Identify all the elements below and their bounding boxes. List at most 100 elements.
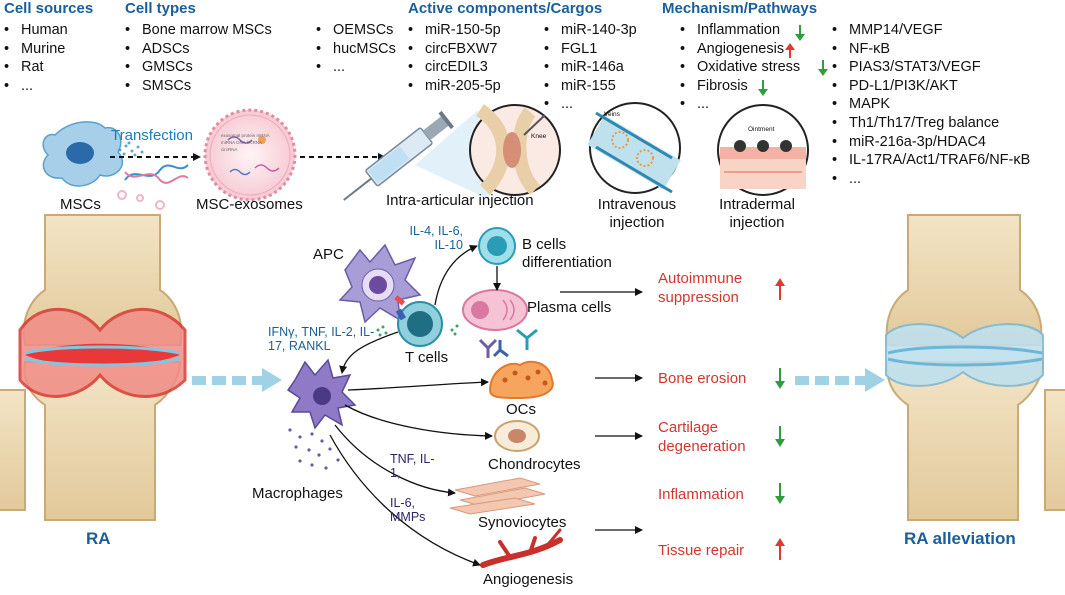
exosome-contents: exosomal protein mRNA miRNA DNA lncRNA c… — [221, 132, 279, 153]
list-item: FGL1 — [544, 40, 637, 59]
cell-types-list-2: OEMSCs hucMSCs ... — [316, 21, 396, 77]
fibrosis-down-arrow — [758, 80, 768, 96]
list-item: Human — [4, 21, 68, 40]
b-cell-cytokines: IL-4, IL-6, IL-10 — [409, 224, 464, 252]
outcome-to-joint-arrow — [795, 368, 885, 392]
mechanism-label: Inflammation — [697, 22, 781, 38]
injection-beam — [415, 110, 490, 200]
mechanism-header: Mechanism/Pathways — [662, 0, 818, 17]
plasma-cell-icon — [462, 289, 528, 331]
intradermal-label: Intradermal injection — [719, 196, 795, 231]
b-cell-icon — [478, 227, 516, 265]
ra-knee-joint-icon — [0, 214, 187, 521]
cell-sources-list: Human Murine Rat ... — [4, 21, 68, 95]
angiogenesis-label: Angiogenesis — [483, 571, 574, 588]
b-cells-label: B cells differentiation — [522, 236, 612, 271]
cytokine-dots — [376, 324, 459, 337]
ra-alleviation-label: RA alleviation — [904, 529, 1016, 548]
macrophage-cytokines-2: IL-6, MMPs — [390, 496, 426, 524]
list-item: PD-L1/PI3K/AKT — [832, 77, 1030, 96]
list-item: Oxidative stress — [680, 58, 800, 77]
macrophages-label: Macrophages — [252, 485, 343, 502]
list-item: Inflammation — [680, 21, 800, 40]
cargos-list-2: miR-140-3p FGL1 miR-146a miR-155 ... — [544, 21, 637, 114]
t-cell-cytokines: IFNγ, TNF, IL-2, IL-17, RANKL — [268, 325, 375, 353]
macrophage-icon — [286, 358, 357, 430]
list-item: Bone marrow MSCs — [125, 21, 272, 40]
list-item: IL-17RA/Act1/TRAF6/NF-κB — [832, 151, 1030, 170]
list-item: GMSCs — [125, 58, 272, 77]
list-item: miR-146a — [544, 58, 637, 77]
outcome-tissue-repair: Tissue repair — [658, 542, 745, 559]
list-item: MMP14/VEGF — [832, 21, 1030, 40]
list-item: miR-150-5p — [408, 21, 501, 40]
list-item: circEDIL3 — [408, 58, 501, 77]
intravenous-label: Intravenous injection — [597, 196, 677, 231]
list-item: miR-155 — [544, 77, 637, 96]
angiogenesis-up-arrow — [785, 43, 795, 58]
ocs-label: OCs — [506, 401, 536, 418]
t-cells-label: T cells — [405, 349, 449, 366]
list-item: ... — [680, 95, 800, 114]
cartilage-down-arrow — [775, 426, 785, 447]
autoimmune-up-arrow — [775, 278, 785, 300]
vesicle-dots — [117, 190, 165, 210]
syringe-icon — [343, 110, 454, 201]
ointment-tag: Ointment — [748, 126, 775, 133]
chondrocytes-label: Chondrocytes — [488, 456, 581, 473]
exo-label: miRNA — [221, 140, 236, 145]
list-item: circFBXW7 — [408, 40, 501, 59]
knee-tag: Knee — [531, 133, 547, 140]
list-item: ... — [544, 95, 637, 114]
mechanism-label: Oxidative stress — [697, 59, 801, 76]
transfection-label: Transfection — [111, 127, 193, 144]
cargos-header: Active components/Cargos — [408, 0, 603, 17]
knee-inset-icon — [469, 104, 561, 196]
plasma-cells-label: Plasma cells — [527, 299, 612, 316]
blood-vessel-icon — [480, 528, 563, 568]
msc-label: MSCs — [60, 196, 101, 213]
mechanism-list-1: Inflammation Angiogenesis Oxidative stre… — [680, 21, 800, 114]
veins-inset-icon — [587, 102, 681, 194]
msc-exosome-icon — [203, 108, 297, 202]
intra-articular-label: Intra-articular injection — [386, 192, 534, 209]
exo-label: circRNA — [221, 147, 238, 152]
list-item: miR-140-3p — [544, 21, 637, 40]
inflammation-outcome-down-arrow — [775, 483, 785, 504]
list-item: MAPK — [832, 95, 1030, 114]
outcome-autoimmune: Autoimmune suppression — [658, 270, 743, 306]
outcome-inflammation: Inflammation — [658, 486, 744, 503]
cell-types-list-1: Bone marrow MSCs ADSCs GMSCs SMSCs — [125, 21, 272, 95]
veins-tag: Veins — [604, 111, 620, 118]
mechanism-label: ... — [697, 96, 710, 113]
intradermal-inset-icon — [717, 104, 809, 196]
healthy-knee-joint-icon — [885, 214, 1065, 521]
list-item: Murine — [4, 40, 68, 59]
list-item: ADSCs — [125, 40, 272, 59]
list-item: Fibrosis — [680, 77, 800, 96]
exo-label: DNA — [236, 140, 246, 145]
transfection-dots — [118, 141, 144, 157]
pathway-arrows — [329, 244, 643, 567]
list-item: Angiogenesis — [680, 40, 800, 59]
macrophage-secretion-dots — [288, 428, 340, 470]
mechanism-list-2: MMP14/VEGF NF-κB PIAS3/STAT3/VEGF PD-L1/… — [832, 21, 1030, 188]
list-item: Th1/Th17/Treg balance — [832, 114, 1030, 133]
dna-icon — [124, 164, 189, 184]
cell-types-header: Cell types — [125, 0, 196, 17]
list-item: ... — [4, 77, 68, 96]
msc-cell-icon — [42, 121, 124, 187]
osteoclast-icon — [488, 360, 554, 400]
outcome-cartilage: Cartilage degeneration — [658, 419, 746, 455]
synoviocytes-icon — [449, 477, 546, 515]
chondrocyte-icon — [494, 420, 540, 452]
list-item: SMSCs — [125, 77, 272, 96]
mechanism-label: Angiogenesis — [697, 40, 785, 57]
cargos-list-1: miR-150-5p circFBXW7 circEDIL3 miR-205-5… — [408, 21, 501, 95]
outcome-bone-erosion: Bone erosion — [658, 370, 747, 387]
inflammation-down-arrow — [795, 25, 805, 41]
list-item: NF-κB — [832, 40, 1030, 59]
exo-label: mRNA — [256, 133, 270, 138]
cell-sources-header: Cell sources — [4, 0, 94, 17]
list-item: Rat — [4, 58, 68, 77]
